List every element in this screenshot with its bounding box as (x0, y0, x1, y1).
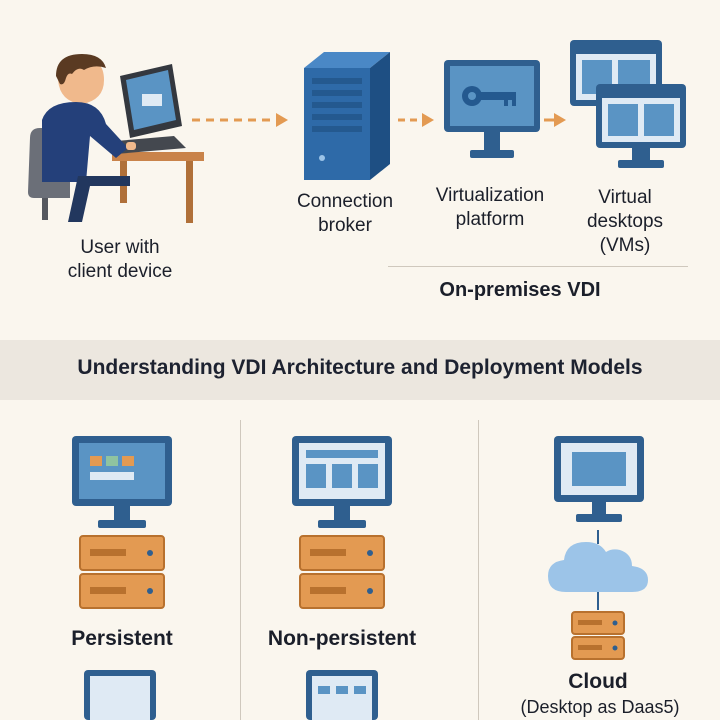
virtual-desktops-label: Virtual desktops (VMs) (586, 187, 664, 256)
cloud-icon (548, 530, 648, 610)
column-divider-left (240, 420, 241, 720)
on-premises-vdi-caption: On-premises VDI (439, 279, 601, 301)
persistent-label: Persistent (71, 627, 173, 650)
virtual-desktops-monitors-icon (570, 40, 686, 168)
diagram-title: Understanding VDI Architecture and Deplo… (77, 356, 643, 379)
arrow-user-to-broker (192, 113, 288, 127)
persistent-monitor-icon (72, 436, 172, 528)
connection-broker-label: Connection broker (296, 191, 394, 236)
virtualization-platform-label: Virtualization platform (435, 185, 545, 230)
non-persistent-monitor-icon-partial (306, 670, 378, 720)
cloud-server-icon (571, 611, 625, 660)
user-with-client-device-label: User with client device (67, 237, 173, 282)
non-persistent-monitor-icon (292, 436, 392, 528)
cloud-label: Cloud (568, 670, 628, 693)
persistent-monitor-icon-partial (84, 670, 156, 720)
non-persistent-server-icon (299, 535, 385, 609)
non-persistent-label: Non-persistent (267, 627, 417, 650)
title-banner (0, 340, 720, 400)
column-divider-right (478, 420, 479, 720)
arrow-broker-to-platform (398, 113, 434, 127)
user-with-laptop-illustration (28, 54, 204, 223)
cloud-subtitle: (Desktop as Daas5) (520, 697, 680, 717)
cloud-monitor-icon (554, 436, 644, 522)
arrow-platform-to-desktops (544, 113, 566, 127)
on-premises-divider (388, 266, 688, 267)
persistent-server-icon (79, 535, 165, 609)
virtualization-platform-monitor-icon (444, 60, 540, 158)
connection-broker-server-icon (304, 52, 390, 180)
